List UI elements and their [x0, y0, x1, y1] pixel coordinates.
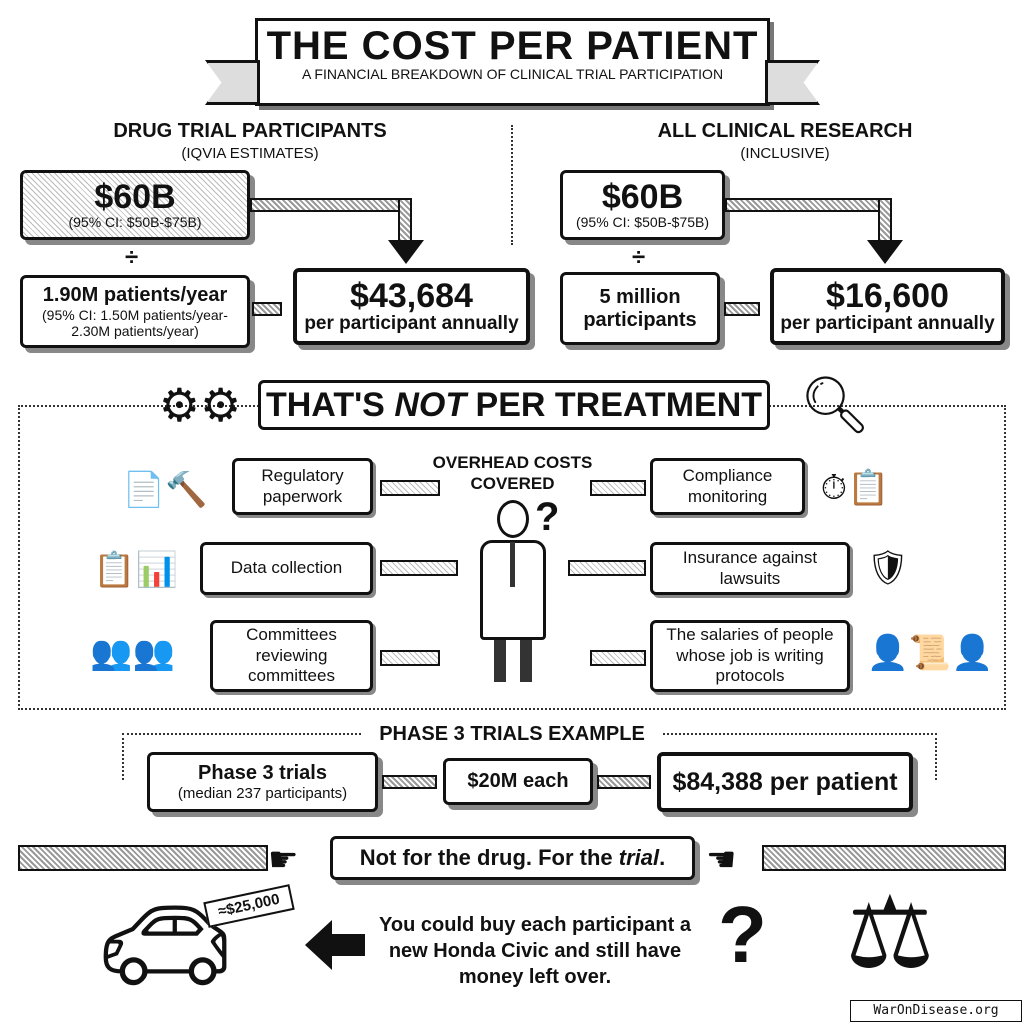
- item-label: Insurance against lawsuits: [682, 548, 818, 588]
- pointing-hand-icon: ☛: [268, 841, 299, 879]
- arrow-right-icon: [724, 302, 760, 316]
- left-patients: 1.90M patients/year: [42, 283, 228, 306]
- right-total: $60B: [601, 177, 684, 216]
- left-patients-box: 1.90M patients/year (95% CI: 1.50M patie…: [20, 275, 250, 348]
- hatched-bar-right: [762, 845, 1006, 871]
- callout-emphasis: trial: [618, 845, 660, 870]
- right-total-box: $60B (95% CI: $50B-$75B): [560, 170, 725, 240]
- item-label: Committees reviewing committees: [246, 625, 337, 686]
- title-banner: [255, 18, 770, 106]
- left-heading: DRUG TRIAL PARTICIPANTS: [113, 120, 387, 142]
- arrow-connector: [398, 198, 412, 243]
- bottom-message: You could buy each participant a new Hon…: [379, 914, 691, 988]
- overhead-item-committees: Committees reviewing committees: [210, 620, 373, 692]
- stopwatch-clipboard-icon: ⏱📋: [820, 468, 890, 507]
- arrow-down-icon: [388, 240, 424, 264]
- right-result-box: $16,600 per participant annually: [770, 268, 1005, 345]
- pointing-hand-icon: ☚: [706, 841, 737, 879]
- magnifier-icon: 🔍︎: [799, 373, 871, 436]
- overhead-label: OVERHEAD COSTS COVERED: [432, 453, 593, 494]
- item-label: Compliance monitoring: [682, 466, 773, 506]
- item-label: The salaries of people whose job is writ…: [666, 625, 834, 686]
- callout-box: Not for the drug. For the trial.: [330, 836, 695, 880]
- right-patients-box: 5 million participants: [560, 272, 720, 345]
- phase3-cost: $20M each: [467, 770, 569, 792]
- left-result: $43,684: [350, 276, 473, 315]
- arrow-connector: [725, 198, 890, 212]
- left-result-box: $43,684 per participant annually: [293, 268, 530, 345]
- banner-text: THAT'S: [265, 385, 395, 424]
- column-divider: [511, 125, 513, 245]
- ribbon-right: [765, 60, 820, 105]
- shield-dollar-icon: 🛡: [866, 549, 910, 587]
- phase3-heading: PHASE 3 TRIALS EXAMPLE: [362, 723, 662, 746]
- arrow-connector: [250, 198, 410, 212]
- phase3-trials-sub: (median 237 participants): [177, 784, 348, 802]
- callout-text: .: [659, 845, 666, 870]
- callout-text: Not for the drug. For the: [359, 845, 619, 870]
- overhead-item-compliance: Compliance monitoring: [650, 458, 805, 515]
- left-result-label: per participant annually: [304, 312, 519, 334]
- banner-emphasis: NOT: [394, 385, 467, 424]
- right-subheading: (INCLUSIVE): [740, 145, 830, 162]
- arrow-connector: [878, 198, 892, 243]
- hatched-bar-left: [18, 845, 268, 871]
- writers-icon: 👤📜👤: [866, 633, 994, 672]
- phase3-trials: Phase 3 trials: [198, 761, 327, 784]
- question-icon: ?: [718, 890, 767, 979]
- doctor-illustration: [462, 495, 562, 690]
- arrow-down-icon: [867, 240, 903, 264]
- right-total-ci: (95% CI: $50B-$75B): [575, 213, 710, 230]
- overhead-item-regulatory: Regulatory paperwork: [232, 458, 373, 515]
- charts-icon: 📋📊: [93, 551, 178, 589]
- scales-icon: ⚖: [845, 877, 935, 989]
- arrow-left-icon: [305, 920, 365, 970]
- right-result: $16,600: [826, 276, 949, 315]
- arrow-right-icon: [568, 560, 646, 576]
- page-title: THE COST PER PATIENT: [266, 24, 759, 68]
- right-patients: 5 million participants: [583, 285, 697, 331]
- left-total: $60B: [94, 177, 176, 216]
- phase3-result: $84,388 per patient: [672, 767, 898, 796]
- overhead-item-data: Data collection: [200, 542, 373, 595]
- arrow-right-icon: [597, 775, 651, 789]
- phase3-trials-box: Phase 3 trials (median 237 participants): [147, 752, 378, 812]
- watermark: WarOnDisease.org: [850, 1000, 1022, 1022]
- divide-icon: ÷: [632, 244, 646, 271]
- item-label: Data collection: [230, 558, 343, 578]
- overhead-item-salaries: The salaries of people whose job is writ…: [650, 620, 850, 692]
- committee-meeting-icon: 👥👥: [90, 633, 175, 672]
- question-icon: ?: [535, 495, 560, 539]
- gears-icon: ⚙⚙: [158, 379, 242, 431]
- arrow-left-icon: [380, 650, 440, 666]
- ribbon-left: [205, 60, 260, 105]
- divide-icon: ÷: [125, 244, 139, 271]
- left-subheading: (IQVIA ESTIMATES): [181, 145, 319, 162]
- page-subtitle: A FINANCIAL BREAKDOWN OF CLINICAL TRIAL …: [301, 66, 724, 82]
- phase3-cost-box: $20M each: [443, 758, 593, 805]
- phase3-result-box: $84,388 per patient: [657, 752, 913, 812]
- left-total-box: $60B (95% CI: $50B-$75B): [20, 170, 250, 240]
- banner-text: PER TREATMENT: [466, 385, 763, 424]
- overhead-item-insurance: Insurance against lawsuits: [650, 542, 850, 595]
- paperwork-gavel-icon: 📄🔨: [122, 471, 208, 509]
- arrow-right-icon: [590, 650, 646, 666]
- left-total-ci: (95% CI: $50B-$75B): [68, 213, 202, 230]
- arrow-right-icon: [590, 480, 646, 496]
- item-label: Regulatory paperwork: [261, 466, 344, 506]
- right-heading: ALL CLINICAL RESEARCH: [657, 120, 913, 142]
- arrow-left-icon: [380, 480, 440, 496]
- arrow-right-icon: [252, 302, 282, 316]
- arrow-left-icon: [380, 560, 458, 576]
- right-result-label: per participant annually: [780, 312, 995, 334]
- section-banner: THAT'S NOT PER TREATMENT: [258, 380, 770, 430]
- arrow-right-icon: [382, 775, 437, 789]
- left-patients-ci: (95% CI: 1.50M patients/year-2.30M patie…: [42, 306, 228, 339]
